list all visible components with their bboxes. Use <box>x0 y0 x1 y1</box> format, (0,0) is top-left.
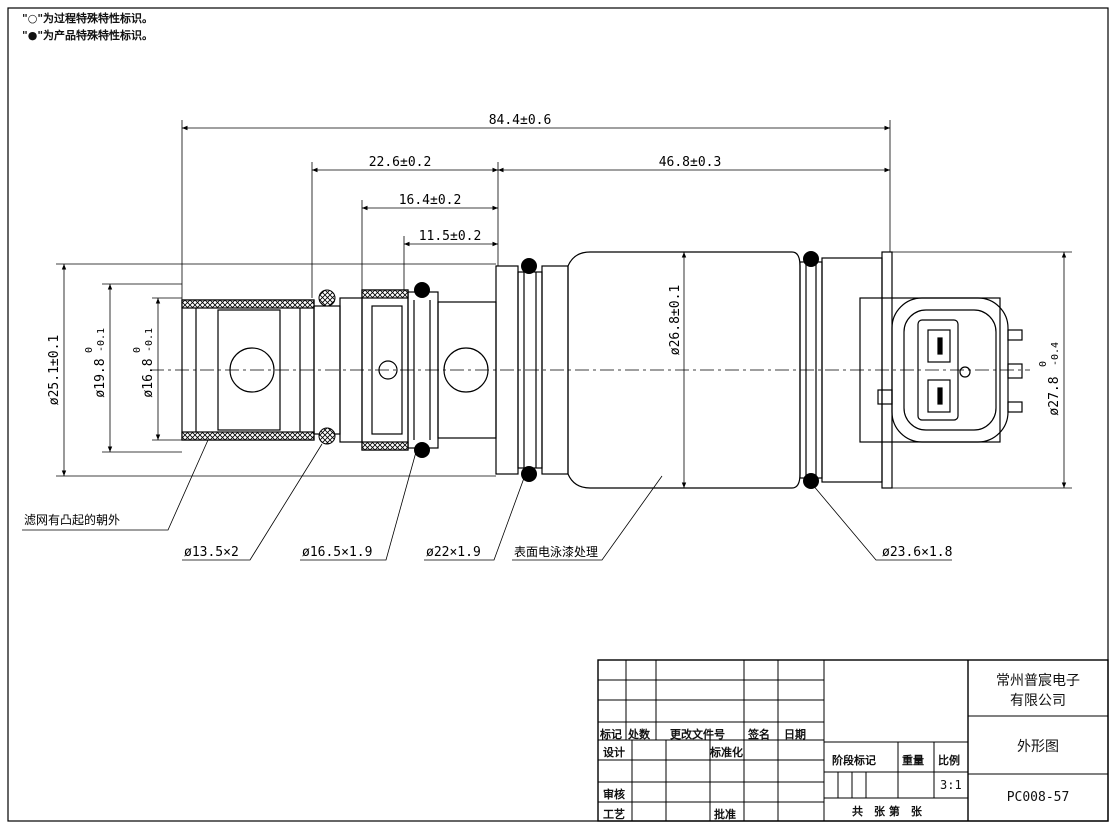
callout-oring-16-5: ø16.5×1.9 <box>302 545 372 560</box>
product-legend: "●"为产品特殊特性标识。 <box>22 29 154 42</box>
dim-dia-19-8-upper-tol: 0 <box>84 347 95 353</box>
tb-drawing-name: 外形图 <box>1017 739 1059 755</box>
tb-mark-header: 标记 <box>600 728 622 741</box>
dim-dia-19-8: ø19.8 <box>93 358 108 397</box>
tb-weight: 重量 <box>902 754 924 767</box>
tb-sheets: 共 张 第 张 <box>852 805 922 818</box>
filter-mesh-top <box>181 299 315 309</box>
tb-design-label: 设计 <box>603 746 625 759</box>
dim-16-4: 16.4±0.2 <box>399 193 462 208</box>
filter-port <box>229 347 275 393</box>
callout-filter: 滤网有凸起的朝外 <box>24 512 120 527</box>
tb-sign-header: 签名 <box>748 728 770 741</box>
dim-dia-16-8-upper-tol: 0 <box>132 347 143 353</box>
tb-review-label: 审核 <box>603 788 625 801</box>
callout-oring-22: ø22×1.9 <box>426 545 481 560</box>
tb-company-line2: 有限公司 <box>1010 693 1066 709</box>
o-rings <box>318 251 819 489</box>
tb-process-label: 工艺 <box>603 808 625 821</box>
dim-dia-25-1: ø25.1±0.1 <box>47 335 62 405</box>
dim-22-6: 22.6±0.2 <box>369 155 432 170</box>
callout-oring-23-6: ø23.6×1.8 <box>882 545 952 560</box>
tb-stage-mark: 阶段标记 <box>832 754 876 767</box>
dim-dia-16-8-lower-tol: -0.1 <box>144 328 155 352</box>
dim-total-length: 84.4±0.6 <box>489 113 552 128</box>
dim-46-8: 46.8±0.3 <box>659 155 722 170</box>
tb-scale-value: 3:1 <box>940 778 962 792</box>
title-block-grid <box>597 659 1109 822</box>
tb-docno-header: 更改文件号 <box>670 728 725 741</box>
dim-dia-19-8-lower-tol: -0.1 <box>96 328 107 352</box>
tb-ratio: 比例 <box>938 754 960 767</box>
dim-dia-27-8-lower-tol: -0.4 <box>1050 342 1061 366</box>
filter-mesh-bottom <box>181 431 315 441</box>
tb-count-header: 处数 <box>628 728 650 741</box>
tb-approve-label: 批准 <box>714 808 736 821</box>
process-legend: "○"为过程特殊特性标识。 <box>22 12 154 25</box>
tb-company-line1: 常州普宸电子 <box>996 673 1080 689</box>
neck-port <box>443 347 489 393</box>
dim-dia-16-8: ø16.8 <box>141 358 156 397</box>
tb-drawing-number: PC008-57 <box>1006 790 1070 805</box>
dim-dia-27-8: ø27.8 <box>1047 376 1062 415</box>
callout-oring-13-5: ø13.5×2 <box>184 545 239 560</box>
dim-dia-27-8-upper-tol: 0 <box>1038 361 1049 367</box>
dim-11-5: 11.5±0.2 <box>419 229 482 244</box>
callout-surface: 表面电泳漆处理 <box>514 545 598 559</box>
valve-port <box>378 360 398 380</box>
drawing-border <box>7 7 1109 822</box>
tb-standard-label: 标准化 <box>710 746 743 759</box>
dim-dia-26-8: ø26.8±0.1 <box>668 285 683 355</box>
tb-date-header: 日期 <box>784 728 806 741</box>
